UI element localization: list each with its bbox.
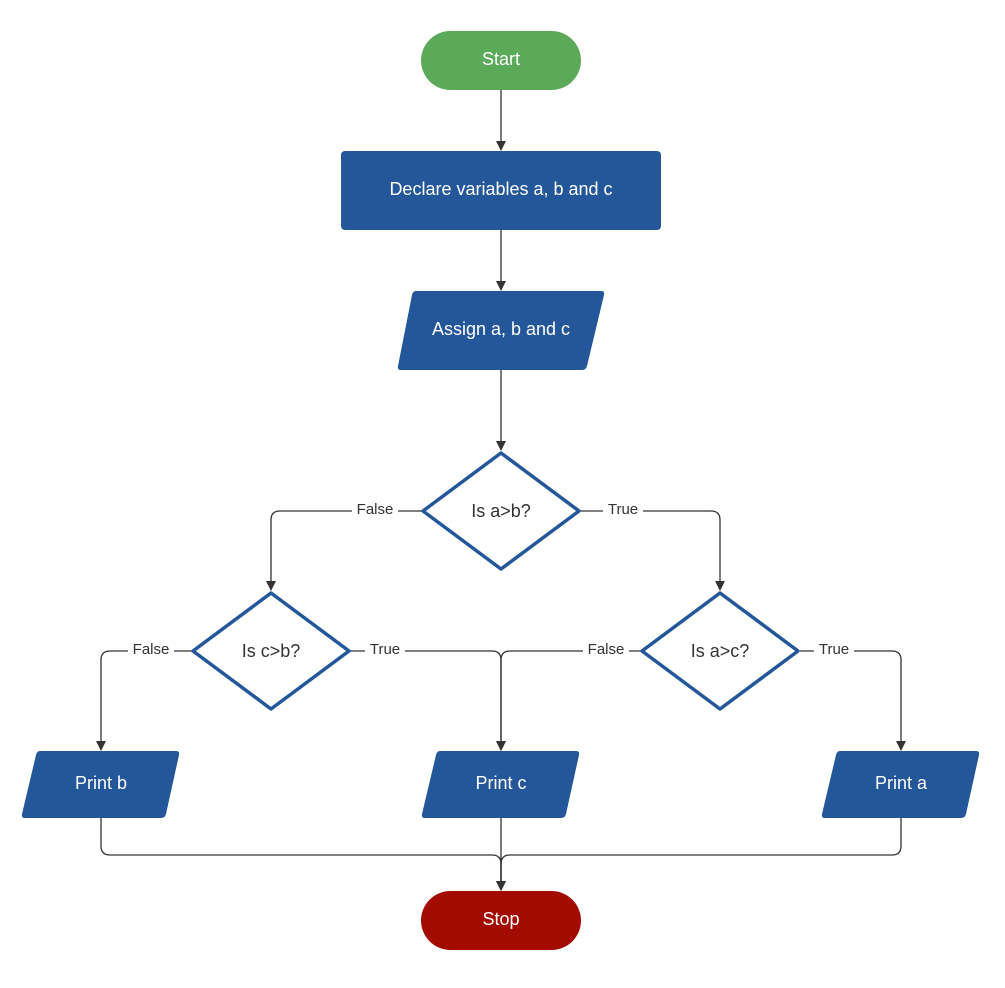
edge-label-ab-false: False xyxy=(357,501,394,518)
decision-c-gt-b-label: Is c>b? xyxy=(242,641,301,661)
edge-ac-true xyxy=(800,650,906,751)
decision-a-gt-c: Is a>c? xyxy=(640,591,800,711)
stop-label: Stop xyxy=(482,909,519,929)
print-b-label: Print b xyxy=(75,773,127,793)
edge-label-ac-false: False xyxy=(588,641,625,658)
decision-a-gt-c-label: Is a>c? xyxy=(691,641,750,661)
decision-c-gt-b: Is c>b? xyxy=(191,591,351,711)
edge-label-cb-true: True xyxy=(370,641,400,658)
declare-label: Declare variables a, b and c xyxy=(389,179,612,199)
edge-print-a-stop xyxy=(496,818,902,891)
assign-input-node: Assign a, b and c xyxy=(397,291,605,370)
edge-cb-true xyxy=(350,650,506,751)
edge-print-b-stop xyxy=(100,818,506,891)
edge-ab-true xyxy=(580,510,725,591)
edge-ac-false xyxy=(496,650,642,751)
connectors xyxy=(96,90,906,891)
decision-a-gt-b-label: Is a>b? xyxy=(471,501,531,521)
print-c-output-node: Print c xyxy=(421,751,580,818)
edge-ab-false xyxy=(266,510,422,591)
edge-cb-false xyxy=(96,650,192,751)
print-c-label: Print c xyxy=(475,773,526,793)
declare-process-node: Declare variables a, b and c xyxy=(341,151,661,230)
print-b-output-node: Print b xyxy=(21,751,180,818)
start-node: Start xyxy=(421,31,581,90)
stop-node: Stop xyxy=(421,891,581,950)
decision-a-gt-b: Is a>b? xyxy=(421,451,581,571)
print-a-output-node: Print a xyxy=(821,751,980,818)
print-a-label: Print a xyxy=(875,773,928,793)
edge-label-ac-true: True xyxy=(819,641,849,658)
edge-label-ab-true: True xyxy=(608,501,638,518)
edge-label-cb-false: False xyxy=(133,641,170,658)
assign-label: Assign a, b and c xyxy=(432,319,570,339)
edge-labels: False True False True False True xyxy=(128,500,854,660)
start-label: Start xyxy=(482,49,520,69)
